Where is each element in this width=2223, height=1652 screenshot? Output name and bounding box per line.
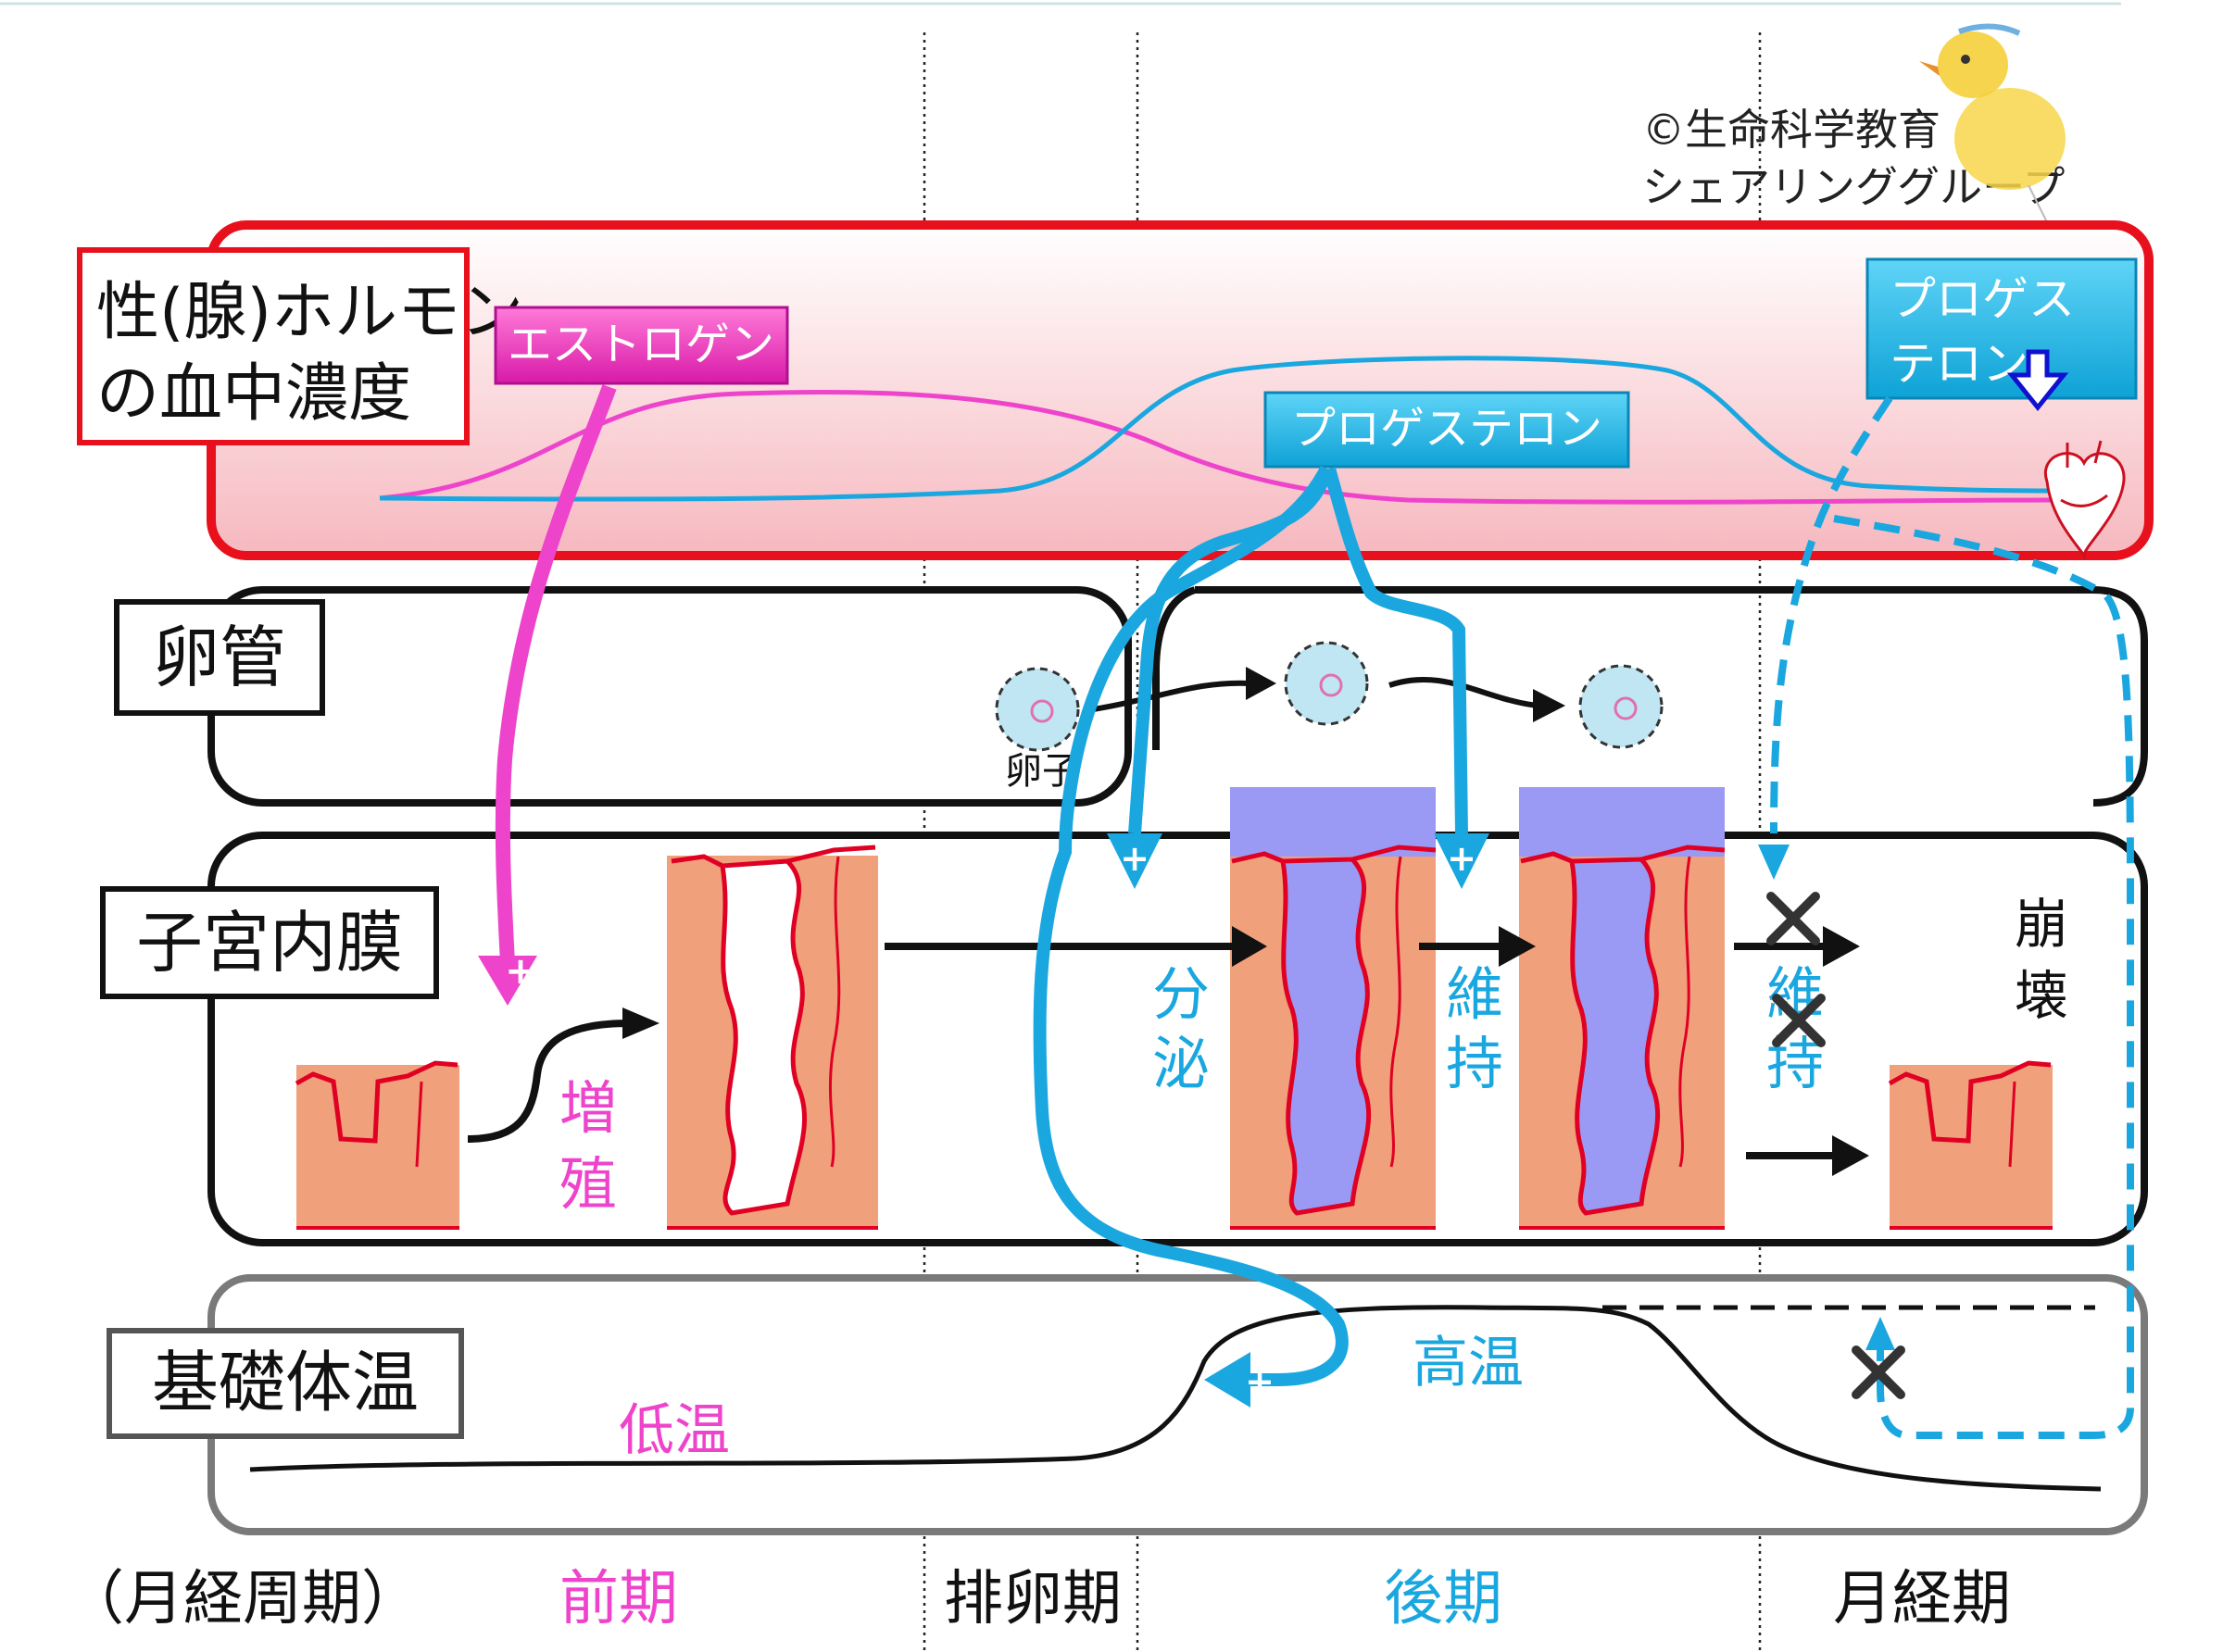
- phase-luteal: 後期: [1384, 1565, 1502, 1633]
- proliferation-text-1: 増: [559, 1074, 617, 1142]
- endometrium-thin: [295, 1060, 459, 1230]
- cross-icon: [1766, 892, 1820, 945]
- endometrium-proliferative: [667, 845, 878, 1230]
- bbt-label: 基礎体温: [152, 1344, 419, 1421]
- endometrium-label: 子宮内膜: [136, 904, 403, 982]
- bbt-label-box: [107, 1328, 464, 1439]
- copyright-line1: ©生命科学教育: [1642, 105, 1940, 155]
- progesterone-late-tag: [1865, 257, 2138, 400]
- estrogen-tag-label: エストロゲン: [508, 319, 774, 370]
- svg-text:+: +: [1245, 1361, 1275, 1402]
- hormone-label-line2: の血中濃度: [96, 357, 411, 431]
- progesterone-curve: [379, 356, 2053, 502]
- endometrium-regenerated: [1888, 1060, 2053, 1230]
- decrease-arrow-icon: [2006, 349, 2069, 412]
- maintain-text-1: 維: [1446, 960, 1503, 1028]
- cross-icon: [1772, 994, 1826, 1047]
- progesterone-tag: [1263, 391, 1630, 469]
- phase-ovulation: 排卵期: [944, 1565, 1122, 1633]
- secretion-text-1: 分: [1152, 960, 1210, 1028]
- low-temp-text: 低温: [619, 1398, 730, 1463]
- hormone-label-line1: 性(腺)ホルモン: [96, 276, 523, 349]
- svg-text:+: +: [505, 950, 536, 993]
- svg-text:+: +: [1120, 838, 1149, 879]
- oviduct-panel-right: [1195, 586, 2148, 807]
- progesterone-late-line2: テロン: [1890, 337, 2028, 391]
- collapse-text-2: 壊: [2015, 964, 2068, 1027]
- progesterone-late-line1: プロゲス: [1890, 272, 2075, 326]
- svg-text:+: +: [1447, 838, 1476, 879]
- maintain-text-2: 持: [1446, 1030, 1503, 1097]
- progesterone-tag-label: プロゲステロン: [1291, 403, 1602, 455]
- endometrium-secretory-2: [1519, 787, 1726, 1230]
- oviduct-label: 卵管: [153, 619, 286, 696]
- cross-icon: [1852, 1345, 1905, 1399]
- oviduct-label-box: [114, 599, 325, 716]
- endometrium-secretory-1: [1230, 787, 1437, 1230]
- egg-icon: [995, 667, 1080, 752]
- estrogen-effect-arrow: [495, 384, 617, 964]
- secretion-text-2: 泌: [1152, 1030, 1210, 1097]
- endometrium-label-box: [100, 886, 439, 999]
- phase-follicular: 前期: [559, 1565, 678, 1633]
- collapse-text-1: 崩: [2015, 893, 2068, 956]
- egg-icon: [1284, 641, 1369, 726]
- hormone-label-box: [77, 247, 470, 445]
- estrogen-tag: [494, 306, 789, 385]
- secretion-plus-arrowhead: [1107, 833, 1162, 889]
- phase-menstrual: 月経期: [1833, 1565, 2011, 1633]
- estrogen-curve: [379, 390, 2053, 505]
- duck-mascot-icon: [1919, 23, 2066, 232]
- heart-icon: [2043, 440, 2126, 560]
- high-temp-text: 高温: [1413, 1331, 1524, 1395]
- bbt-panel: [207, 1274, 2148, 1535]
- bbt-plus-arrowhead: [1204, 1352, 1250, 1408]
- cycle-label: （月経周期）: [65, 1565, 421, 1633]
- egg-icon: [1578, 664, 1664, 749]
- oviduct-panel-left: [207, 586, 1132, 807]
- proliferation-text-2: 殖: [559, 1150, 617, 1218]
- maintain-plus-arrowhead: [1434, 833, 1489, 889]
